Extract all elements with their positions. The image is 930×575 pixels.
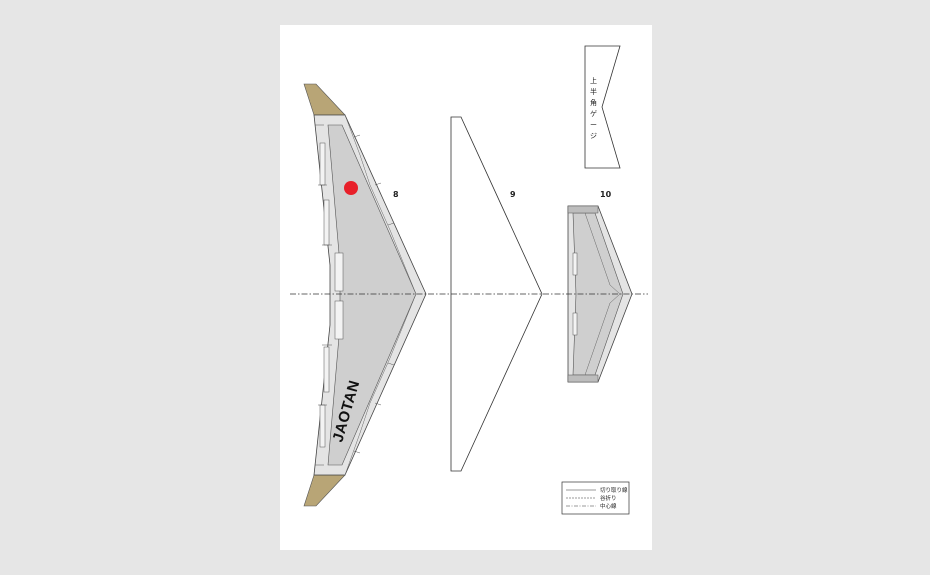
gauge-char-2: 半 [590,87,597,96]
red-dot-marker [344,181,358,195]
legend-dashed-label: 谷折り [600,494,617,502]
template-drawing: JAOTAN 8 9 10 上 半 角 ゲ ー ジ 切り取り線 [290,45,648,515]
gauge-char-3: 角 [590,98,597,107]
gauge-char-6: ジ [590,132,597,140]
part-9-outline: 9 [450,116,543,472]
legend-solid-label: 切り取り線 [600,486,628,494]
part-10-wing: 10 [567,190,633,383]
trailing-edge-panels [319,142,344,448]
part-8-wing: JAOTAN 8 [303,83,427,507]
wingtip-bottom [303,474,346,507]
gauge-char-5: ー [590,121,597,129]
legend-dashdot-label: 中心線 [600,502,617,510]
part-10-label: 10 [600,190,612,199]
edge-ticks [315,124,395,466]
line-legend: 切り取り線 谷折り 中心線 [561,481,630,515]
wingtip-top [303,83,346,116]
part-9-label: 9 [510,190,516,199]
part-8-label: 8 [393,190,399,199]
gauge-char-4: ゲ [590,109,597,118]
gauge-char-1: 上 [590,76,597,85]
wing-inner-line [344,114,417,476]
gauge-piece: 上 半 角 ゲ ー ジ [584,45,621,169]
paper-sheet: JAOTAN 8 9 10 上 半 角 ゲ ー ジ 切り取り線 [280,25,652,550]
